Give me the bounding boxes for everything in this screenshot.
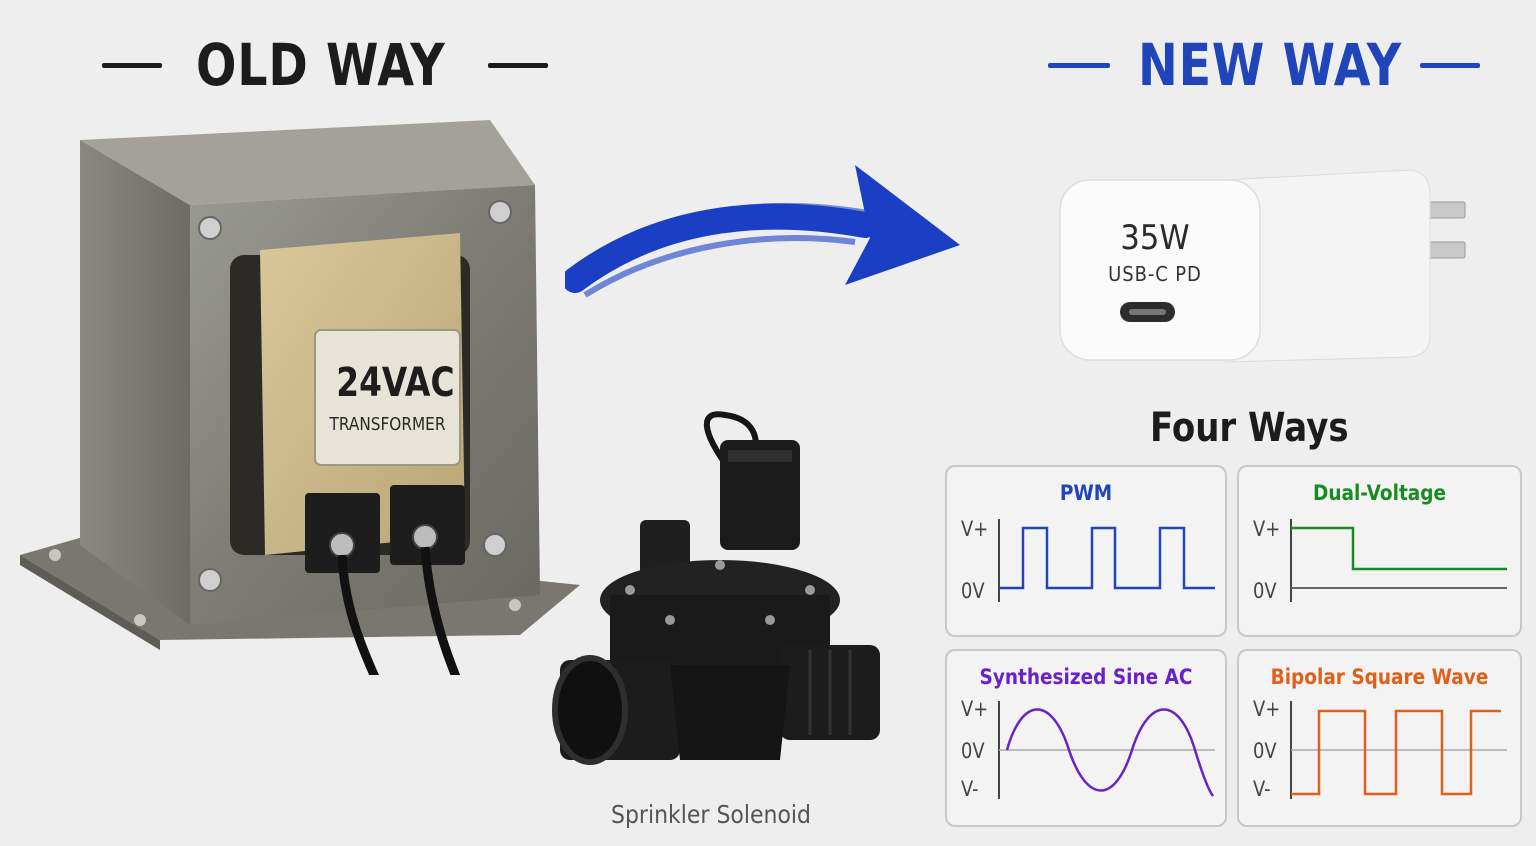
axis-label-0v: 0V bbox=[1253, 739, 1277, 763]
pwm-waveform bbox=[998, 519, 1215, 602]
new-heading-dash-right bbox=[1420, 63, 1480, 68]
solenoid-caption: Sprinkler Solenoid bbox=[611, 800, 812, 829]
waveform-panel-pwm: PWM V+ 0V bbox=[945, 465, 1227, 637]
axis-label-vplus: V+ bbox=[1253, 697, 1281, 721]
sprinkler-solenoid-illustration bbox=[550, 410, 890, 790]
sine-waveform bbox=[998, 701, 1215, 799]
charger-wattage-label: 35W bbox=[1120, 218, 1190, 258]
axis-label-0v: 0V bbox=[961, 739, 985, 763]
new-heading-dash-left bbox=[1048, 63, 1110, 68]
charger-type-label: USB-C PD bbox=[1108, 262, 1202, 286]
waveform-panel-bipolar-square: Bipolar Square Wave V+ 0V V- bbox=[1237, 649, 1522, 827]
waveform-panel-dual-voltage: Dual-Voltage V+ 0V bbox=[1237, 465, 1522, 637]
old-heading-dash-right bbox=[488, 63, 548, 68]
bipolar-square-waveform bbox=[1290, 701, 1507, 799]
axis-label-vminus: V- bbox=[1253, 777, 1271, 801]
panel-title-dual-voltage: Dual-Voltage bbox=[1312, 481, 1447, 505]
transition-arrow bbox=[562, 150, 975, 310]
axis-label-vplus: V+ bbox=[1253, 517, 1281, 541]
usb-c-charger-illustration: 35W USB-C PD bbox=[1055, 150, 1475, 375]
axis-label-0v: 0V bbox=[1253, 579, 1277, 603]
transformer-graphic bbox=[20, 120, 580, 735]
waveform-panel-synthesized-sine: Synthesized Sine AC V+ 0V V- bbox=[945, 649, 1227, 827]
dual-voltage-waveform bbox=[1290, 519, 1507, 602]
old-way-heading: OLD WAY bbox=[196, 31, 446, 99]
axis-label-vplus: V+ bbox=[961, 697, 989, 721]
axis-label-0v: 0V bbox=[961, 579, 985, 603]
panel-title-synthesized-sine: Synthesized Sine AC bbox=[979, 665, 1193, 689]
axis-label-vminus: V- bbox=[961, 777, 979, 801]
transformer-name-label: TRANSFORMER bbox=[329, 414, 446, 435]
transformer-voltage-label: 24VAC bbox=[336, 360, 455, 406]
charger-graphic bbox=[1059, 169, 1466, 363]
old-heading-dash-left bbox=[102, 63, 162, 68]
four-ways-title: Four Ways bbox=[1150, 405, 1349, 451]
new-way-heading: NEW WAY bbox=[1138, 31, 1403, 99]
transformer-illustration: 24VAC TRANSFORMER bbox=[20, 115, 580, 735]
arrow-right-icon bbox=[562, 165, 960, 298]
panel-title-pwm: PWM bbox=[1059, 481, 1113, 505]
axis-label-vplus: V+ bbox=[961, 517, 989, 541]
panel-title-bipolar-square: Bipolar Square Wave bbox=[1270, 665, 1489, 689]
solenoid-graphic bbox=[552, 411, 880, 765]
